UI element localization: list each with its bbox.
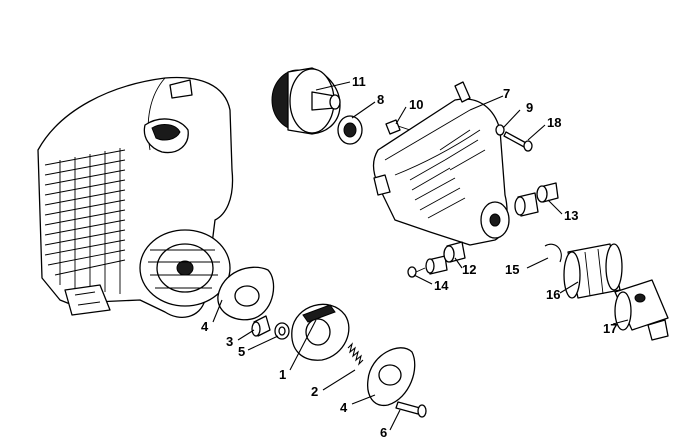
- spring-2: [347, 342, 364, 366]
- callout-18: 18: [547, 115, 561, 130]
- callout-4-lower: 4: [340, 400, 348, 415]
- housing-ribs: [409, 129, 486, 219]
- callout-8: 8: [377, 92, 384, 107]
- callout-13: 13: [564, 208, 578, 223]
- callout-16: 16: [546, 287, 560, 302]
- sleeve-16: [563, 243, 623, 299]
- callout-10: 10: [409, 97, 423, 112]
- callout-3: 3: [226, 334, 233, 349]
- callout-7: 7: [503, 86, 510, 101]
- clutch-carrier-4b: [367, 347, 416, 407]
- bushings-13: [514, 182, 559, 217]
- callout-2: 2: [311, 384, 318, 399]
- washer-9: [495, 124, 505, 136]
- leader-lines: [212, 81, 629, 431]
- washer-5: [274, 322, 290, 340]
- bushings-12: [425, 241, 466, 275]
- screw-6: [395, 401, 427, 418]
- cooling-fins: [44, 148, 126, 294]
- bearing: [337, 115, 363, 145]
- callout-12: 12: [462, 262, 476, 277]
- callout-17: 17: [603, 321, 617, 336]
- callout-1: 1: [279, 367, 286, 382]
- screw-14: [407, 266, 426, 278]
- spacer-3: [251, 315, 271, 337]
- callout-11: 11: [352, 74, 366, 89]
- callout-9: 9: [526, 100, 533, 115]
- clutch-carrier-4a: [217, 266, 275, 321]
- clamp-17: [614, 279, 669, 341]
- clutch-drum: [271, 67, 341, 135]
- callout-5: 5: [238, 344, 245, 359]
- callout-15: 15: [505, 262, 519, 277]
- callout-6: 6: [380, 425, 387, 440]
- callout-14: 14: [434, 278, 449, 293]
- callout-4-upper: 4: [201, 319, 209, 334]
- gear-housing: [372, 81, 510, 246]
- clutch-shoes-1: [291, 303, 350, 361]
- bolt-18: [503, 131, 533, 152]
- circlip-15: [544, 243, 562, 263]
- engine-housing: [37, 76, 234, 318]
